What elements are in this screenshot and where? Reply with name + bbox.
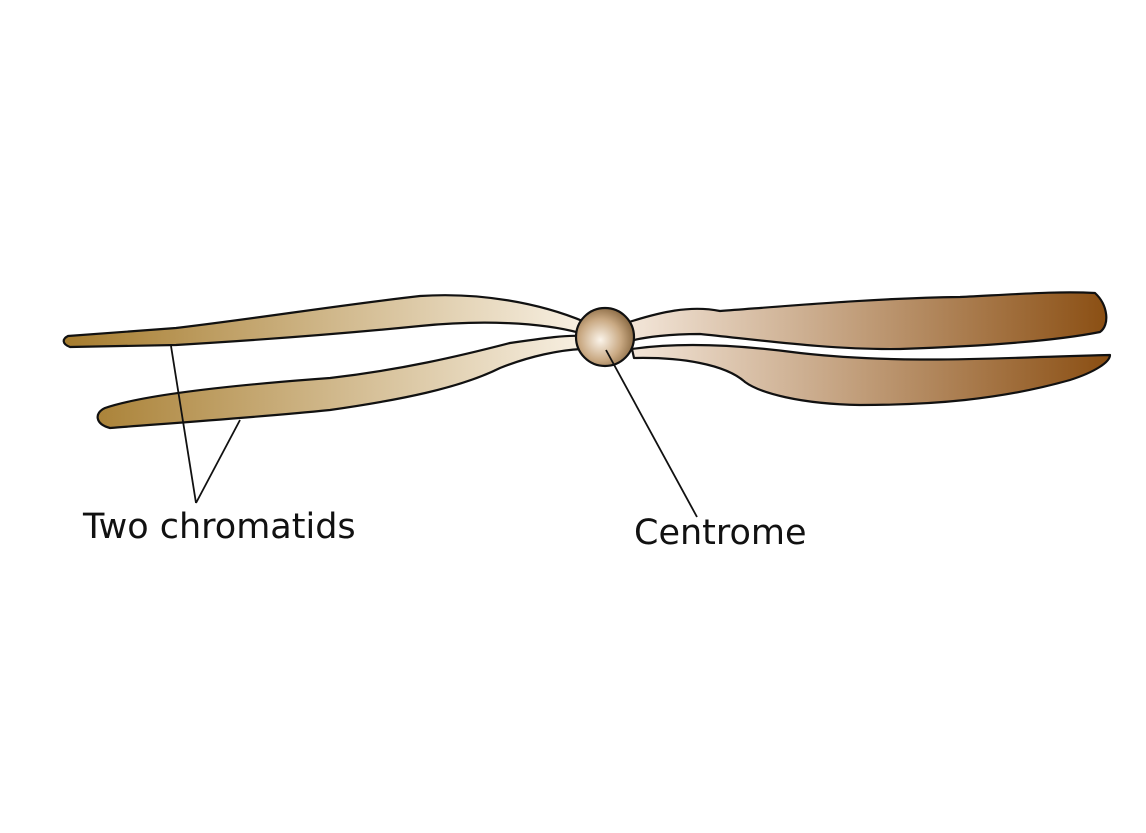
centromere-label: Centrome xyxy=(634,513,807,553)
centromere-leader-line xyxy=(605,349,698,518)
centromere-sphere xyxy=(574,306,636,368)
chromatid-leader-line-lower xyxy=(195,419,241,504)
chromatid-upper-left-arm xyxy=(62,294,587,349)
chromatid-upper-right-arm xyxy=(624,291,1108,351)
chromatid-lower-right-arm xyxy=(630,343,1112,407)
chromatids-label: Two chromatids xyxy=(83,507,356,547)
chromatid-lower-left-arm xyxy=(96,334,584,430)
chromatid-leader-line-upper xyxy=(170,345,197,504)
